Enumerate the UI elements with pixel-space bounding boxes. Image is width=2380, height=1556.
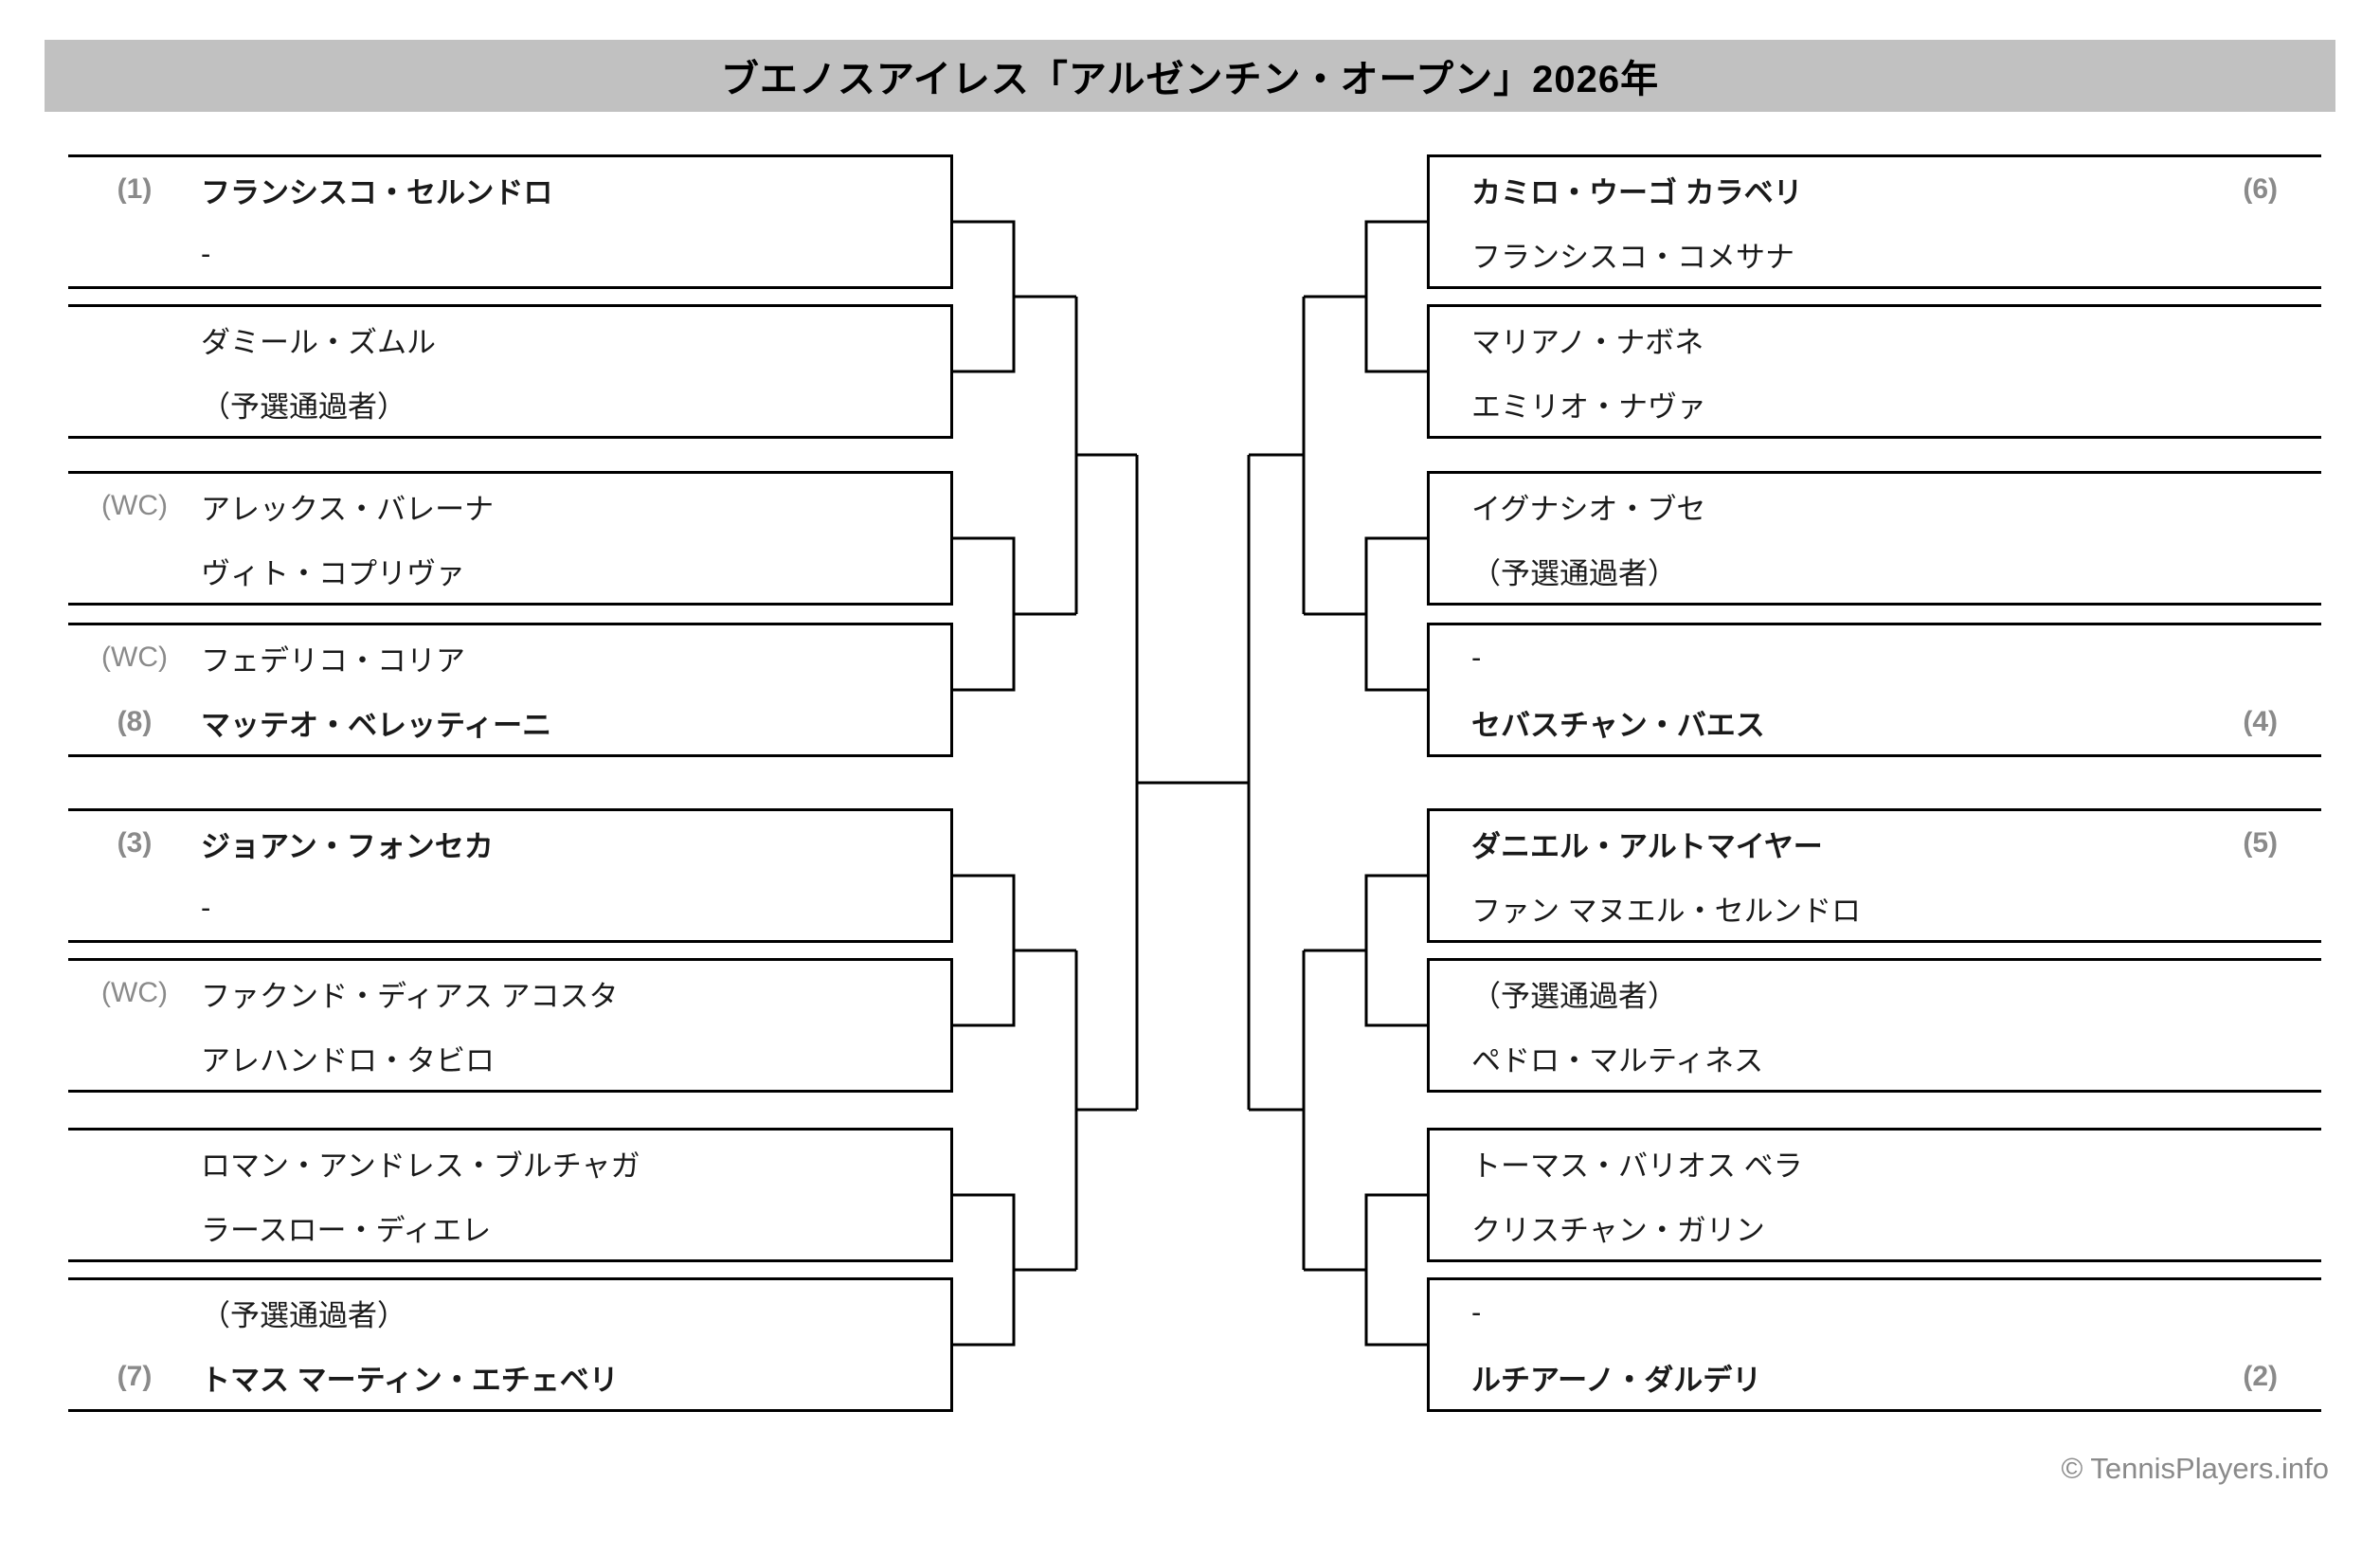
player-name: （予選通過者） <box>201 1298 406 1332</box>
player-row: ラースロー・ディエレ <box>68 1195 950 1259</box>
player-row: - <box>68 876 950 940</box>
player-name: アレハンドロ・タビロ <box>201 1043 495 1077</box>
player-row: クリスチャン・ガリン <box>1430 1195 2321 1259</box>
player-row: （予選通過者） <box>1430 538 2321 603</box>
player-name: ダミール・ズムル <box>201 325 436 359</box>
player-row: フランシスコ・コメサナ <box>1430 222 2321 286</box>
player-name: ペドロ・マルティネス <box>1471 1043 1764 1077</box>
match-box: ダニエル・アルトマイヤー (5) ファン マヌエル・セルンドロ <box>1427 808 2321 943</box>
wildcard-tag: (WC) <box>101 642 168 673</box>
match-box: イグナシオ・ブセ （予選通過者） <box>1427 471 2321 606</box>
player-row: (WC) フェデリコ・コリア <box>68 625 950 690</box>
player-row: （予選通過者） <box>68 371 950 436</box>
player-name: マッテオ・ベレッティーニ <box>201 708 552 742</box>
player-row: ダミール・ズムル <box>68 307 950 371</box>
wildcard-tag: (WC) <box>101 977 168 1008</box>
match-box: (WC) アレックス・バレーナ ヴィト・コプリヴァ <box>68 471 953 606</box>
player-row: エミリオ・ナヴァ <box>1430 371 2321 436</box>
site-credit: © TennisPlayers.info <box>2061 1452 2329 1485</box>
seed-tag: (4) <box>2243 706 2278 737</box>
player-row: (WC) アレックス・バレーナ <box>68 474 950 538</box>
player-name: セバスチャン・バエス <box>1471 708 1765 742</box>
player-name: ロマン・アンドレス・ブルチャガ <box>201 1149 640 1183</box>
player-name: フランシスコ・セルンドロ <box>201 175 553 209</box>
player-row: ロマン・アンドレス・ブルチャガ <box>68 1131 950 1195</box>
seed-tag: (8) <box>117 706 153 737</box>
match-box: カミロ・ウーゴ カラベリ (6) フランシスコ・コメサナ <box>1427 154 2321 289</box>
seed-tag: (3) <box>117 827 153 859</box>
match-box: (3) ジョアン・フォンセカ - <box>68 808 953 943</box>
player-row: ペドロ・マルティネス <box>1430 1025 2321 1090</box>
seed-tag: (6) <box>2243 173 2278 205</box>
match-box: ロマン・アンドレス・ブルチャガ ラースロー・ディエレ <box>68 1128 953 1262</box>
player-name: （予選通過者） <box>1471 979 1677 1013</box>
match-box: ダミール・ズムル （予選通過者） <box>68 304 953 439</box>
player-name: ファクンド・ディアス アコスタ <box>201 979 619 1013</box>
player-name: ルチアーノ・ダルデリ <box>1471 1363 1762 1397</box>
player-name: ダニエル・アルトマイヤー <box>1471 829 1823 863</box>
player-row: (7) トマス マーティン・エチェベリ <box>68 1345 950 1409</box>
player-row: (WC) ファクンド・ディアス アコスタ <box>68 961 950 1025</box>
player-row: (3) ジョアン・フォンセカ <box>68 811 950 876</box>
player-row: イグナシオ・ブセ <box>1430 474 2321 538</box>
player-name: - <box>1471 641 1482 674</box>
player-row: ルチアーノ・ダルデリ (2) <box>1430 1345 2321 1409</box>
player-row: (8) マッテオ・ベレッティーニ <box>68 690 950 754</box>
player-name: アレックス・バレーナ <box>201 492 495 526</box>
player-name: クリスチャン・ガリン <box>1471 1213 1765 1247</box>
player-row: ヴィト・コプリヴァ <box>68 538 950 603</box>
match-box: (WC) フェデリコ・コリア (8) マッテオ・ベレッティーニ <box>68 623 953 757</box>
match-box: （予選通過者） ペドロ・マルティネス <box>1427 958 2321 1093</box>
seed-tag: (5) <box>2243 827 2278 859</box>
player-row: - <box>1430 1280 2321 1345</box>
player-row: セバスチャン・バエス (4) <box>1430 690 2321 754</box>
match-box: - ルチアーノ・ダルデリ (2) <box>1427 1277 2321 1412</box>
player-row: - <box>68 222 950 286</box>
match-box: - セバスチャン・バエス (4) <box>1427 623 2321 757</box>
player-name: イグナシオ・ブセ <box>1471 492 1706 526</box>
seed-tag: (7) <box>117 1361 153 1392</box>
player-row: - <box>1430 625 2321 690</box>
player-name: - <box>201 891 211 924</box>
player-name: ファン マヌエル・セルンドロ <box>1471 894 1861 928</box>
match-box: マリアノ・ナボネ エミリオ・ナヴァ <box>1427 304 2321 439</box>
player-row: カミロ・ウーゴ カラベリ (6) <box>1430 157 2321 222</box>
player-row: (1) フランシスコ・セルンドロ <box>68 157 950 222</box>
seed-tag: (1) <box>117 173 153 205</box>
player-name: - <box>1471 1295 1482 1329</box>
player-name: マリアノ・ナボネ <box>1471 325 1704 359</box>
player-name: ジョアン・フォンセカ <box>201 829 494 863</box>
wildcard-tag: (WC) <box>101 490 168 521</box>
player-name: ラースロー・ディエレ <box>201 1213 492 1247</box>
match-box: (1) フランシスコ・セルンドロ - <box>68 154 953 289</box>
player-name: ヴィト・コプリヴァ <box>201 556 465 590</box>
player-row: （予選通過者） <box>1430 961 2321 1025</box>
player-row: トーマス・バリオス ベラ <box>1430 1131 2321 1195</box>
player-name: （予選通過者） <box>1471 556 1677 590</box>
match-box: （予選通過者） (7) トマス マーティン・エチェベリ <box>68 1277 953 1412</box>
player-row: （予選通過者） <box>68 1280 950 1345</box>
seed-tag: (2) <box>2243 1361 2278 1392</box>
match-box: トーマス・バリオス ベラ クリスチャン・ガリン <box>1427 1128 2321 1262</box>
player-name: エミリオ・ナヴァ <box>1471 389 1706 424</box>
player-name: （予選通過者） <box>201 389 406 424</box>
player-row: ダニエル・アルトマイヤー (5) <box>1430 811 2321 876</box>
match-box: (WC) ファクンド・ディアス アコスタ アレハンドロ・タビロ <box>68 958 953 1093</box>
player-row: ファン マヌエル・セルンドロ <box>1430 876 2321 940</box>
player-name: カミロ・ウーゴ カラベリ <box>1471 175 1803 209</box>
player-name: フランシスコ・コメサナ <box>1471 240 1794 274</box>
tournament-title: ブエノスアイレス「アルゼンチン・オープン」2026年 <box>45 40 2335 112</box>
player-name: トーマス・バリオス ベラ <box>1471 1149 1803 1183</box>
player-row: アレハンドロ・タビロ <box>68 1025 950 1090</box>
player-name: フェデリコ・コリア <box>201 643 465 678</box>
player-name: トマス マーティン・エチェベリ <box>201 1363 619 1397</box>
player-name: - <box>201 237 211 270</box>
player-row: マリアノ・ナボネ <box>1430 307 2321 371</box>
